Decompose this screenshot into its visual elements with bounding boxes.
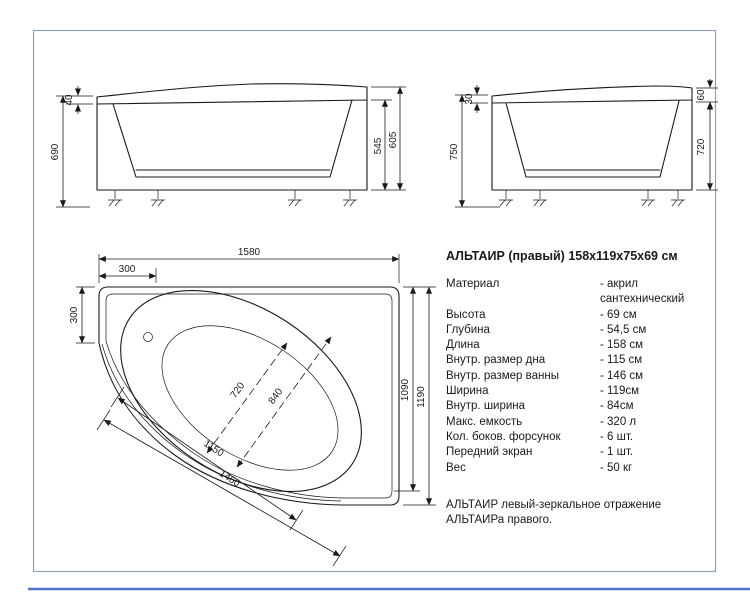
front-extension-lines bbox=[56, 86, 406, 208]
spec-label: Длина bbox=[446, 339, 480, 352]
side-legs bbox=[499, 190, 685, 207]
spec-value: - 115 см bbox=[600, 354, 643, 367]
side-extension-lines bbox=[455, 87, 718, 208]
spec-value: - 158 см bbox=[600, 339, 644, 352]
front-tub-outline bbox=[96, 83, 368, 191]
spec-label: Материал bbox=[446, 278, 500, 290]
plan-dim-width: 1190 bbox=[416, 386, 427, 408]
spec-value: - 50 кг bbox=[600, 461, 633, 474]
plan-dim-basin-length-line bbox=[103, 419, 341, 557]
side-dim-body-height: 720 bbox=[696, 138, 707, 155]
front-dim-body-height: 605 bbox=[388, 131, 399, 148]
spec-value: - 69 см bbox=[600, 308, 637, 321]
spec-value: - 119см bbox=[600, 385, 640, 398]
spec-panel: АЛЬТАИР (правый) 158x119x75x69 см Матери… bbox=[446, 249, 718, 528]
spec-label: Внутр. размер дна bbox=[446, 354, 546, 367]
plan-drain-circle bbox=[143, 332, 153, 342]
plan-dim-width-inner: 1090 bbox=[400, 378, 411, 401]
mirror-note-line1: АЛЬТАИР левый-зеркальное отражение bbox=[446, 498, 662, 511]
spec-label: Кол. боков. форсунок bbox=[446, 430, 561, 443]
side-dim-rim-right: 60 bbox=[696, 89, 707, 101]
spec-label: Макс. емкость bbox=[446, 415, 523, 428]
spec-label: Внутр. ширина bbox=[446, 400, 526, 413]
plan-dim-length: 1580 bbox=[238, 247, 261, 258]
front-dim-inner-height: 545 bbox=[373, 137, 384, 154]
spec-value: - 320 л bbox=[600, 415, 637, 428]
spec-label: Высота bbox=[446, 308, 486, 321]
spec-value: - 146 см bbox=[600, 369, 644, 382]
spec-title: АЛЬТАИР (правый) 158x119x75x69 см bbox=[446, 249, 678, 263]
spec-label: Внутр. размер ванны bbox=[446, 369, 559, 382]
spec-value: - 1 шт. bbox=[600, 446, 634, 459]
spec-label: Глубина bbox=[446, 323, 490, 336]
spec-value: - 6 шт. bbox=[600, 430, 634, 443]
side-dim-rim-left: 30 bbox=[464, 93, 475, 105]
front-legs bbox=[108, 190, 357, 207]
spec-value: - 84см bbox=[600, 400, 634, 413]
side-dim-total-height: 750 bbox=[449, 143, 460, 160]
mirror-note: АЛЬТАИР левый-зеркальное отражение АЛЬТА… bbox=[446, 498, 718, 528]
plan-view: 1580 300 300 1090 1190 720 840 1150 1460 bbox=[69, 247, 436, 567]
front-view: 690 40 545 605 bbox=[50, 83, 406, 208]
front-dim-total-height: 690 bbox=[50, 143, 61, 160]
spec-table: Материал - акрил сантехнический Высота -… bbox=[446, 277, 718, 476]
spec-value: - акрил сантехнический bbox=[600, 278, 685, 306]
spec-value: - 54,5 см bbox=[600, 323, 647, 336]
side-tub-outline bbox=[491, 85, 693, 191]
spec-label: Ширина bbox=[446, 385, 489, 398]
side-view: 750 30 60 720 bbox=[449, 79, 718, 208]
front-dim-rim-height: 40 bbox=[64, 94, 75, 106]
spec-label: Вес bbox=[446, 461, 466, 474]
plan-dim-offset-y: 300 bbox=[69, 306, 80, 323]
spec-label: Передний экран bbox=[446, 446, 533, 459]
plan-dim-offset-x: 300 bbox=[119, 264, 136, 275]
mirror-note-line2: АЛЬТАИРа правого. bbox=[446, 513, 553, 526]
